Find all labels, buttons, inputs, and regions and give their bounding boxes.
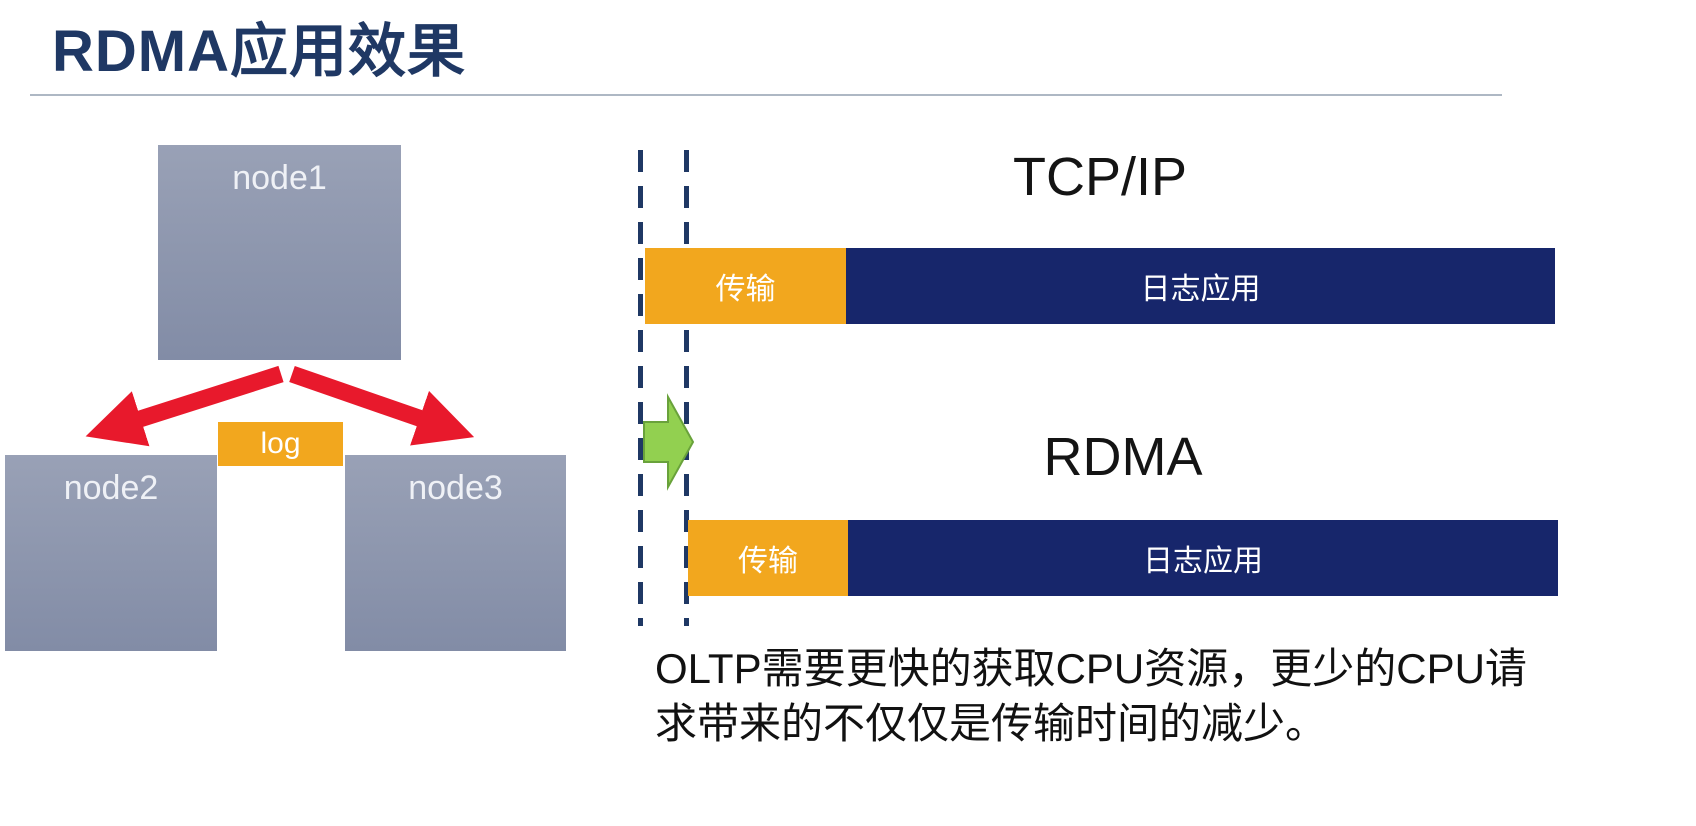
tcpip-bar: 传输 日志应用 <box>645 248 1555 324</box>
tcpip-transfer-label: 传输 <box>715 273 776 306</box>
rdma-transfer-segment: 传输 <box>688 520 848 596</box>
tcpip-transfer-segment: 传输 <box>645 248 846 324</box>
rdma-bar: 传输 日志应用 <box>688 520 1558 596</box>
dashed-offset-line <box>684 150 689 626</box>
node1-label: node1 <box>232 159 327 197</box>
green-arrow-icon <box>643 393 695 491</box>
caption-line-1: OLTP需要更快的获取CPU资源，更少的CPU请 <box>655 645 1527 692</box>
node2-box: node2 <box>5 455 217 651</box>
tcpip-app-label: 日志应用 <box>1140 273 1261 306</box>
node3-box: node3 <box>345 455 566 651</box>
slide-title: RDMA应用效果 <box>52 19 466 84</box>
dashed-start-line <box>638 150 643 626</box>
log-label: log <box>260 427 301 460</box>
rdma-heading: RDMA <box>1043 427 1203 487</box>
node3-label: node3 <box>408 469 503 507</box>
caption-line-2: 求带来的不仅仅是传输时间的减少。 <box>655 699 1328 747</box>
node2-label: node2 <box>63 469 159 507</box>
log-box: log <box>218 422 343 466</box>
node1-box: node1 <box>158 145 401 360</box>
caption-text: OLTP需要更快的获取CPU资源，更少的CPU请 求带来的不仅仅是传输时间的减少… <box>655 642 1655 751</box>
rdma-transfer-label: 传输 <box>738 545 798 578</box>
title-divider <box>30 94 1502 96</box>
tcpip-heading: TCP/IP <box>1012 147 1188 207</box>
tcpip-app-segment: 日志应用 <box>846 248 1555 324</box>
rdma-app-segment: 日志应用 <box>848 520 1558 596</box>
red-arrow-to-node3-icon <box>289 365 475 446</box>
red-arrow-to-node2-icon <box>85 365 284 447</box>
red-arrows-layer <box>85 365 475 447</box>
rdma-app-label: 日志应用 <box>1143 545 1263 578</box>
